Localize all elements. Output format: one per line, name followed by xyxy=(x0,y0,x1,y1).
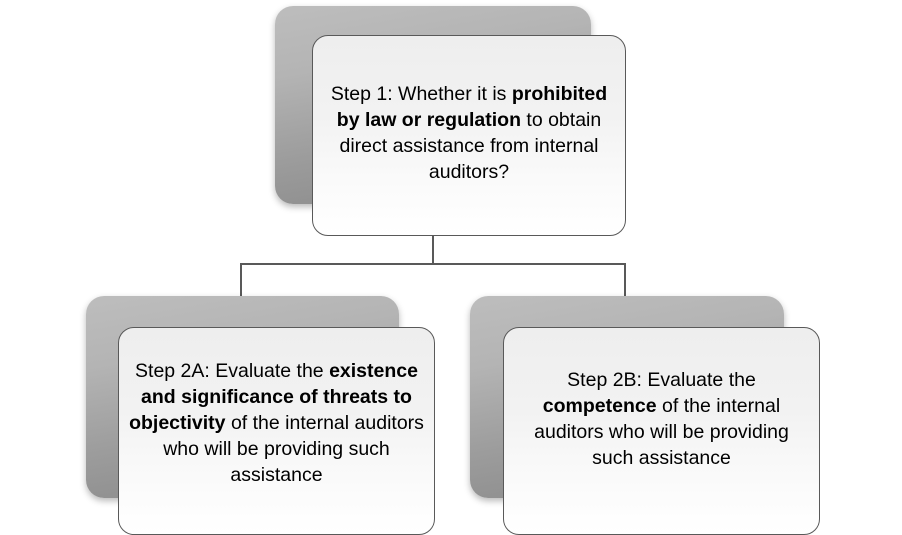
node-step2a-text: Step 2A: Evaluate the existence and sign… xyxy=(129,360,424,486)
node-step2b[interactable]: Step 2B: Evaluate the competence of the … xyxy=(503,327,820,535)
connector-step1-stem xyxy=(432,234,434,265)
node-step2b-text: Step 2B: Evaluate the competence of the … xyxy=(534,369,789,469)
node-step1[interactable]: Step 1: Whether it is prohibited by law … xyxy=(312,35,626,236)
node-step1-text: Step 1: Whether it is prohibited by law … xyxy=(330,82,608,183)
node-step2a[interactable]: Step 2A: Evaluate the existence and sign… xyxy=(118,327,435,535)
connector-horizontal-bus xyxy=(240,263,626,265)
connector-to-step2b xyxy=(624,263,626,297)
connector-to-step2a xyxy=(240,263,242,297)
